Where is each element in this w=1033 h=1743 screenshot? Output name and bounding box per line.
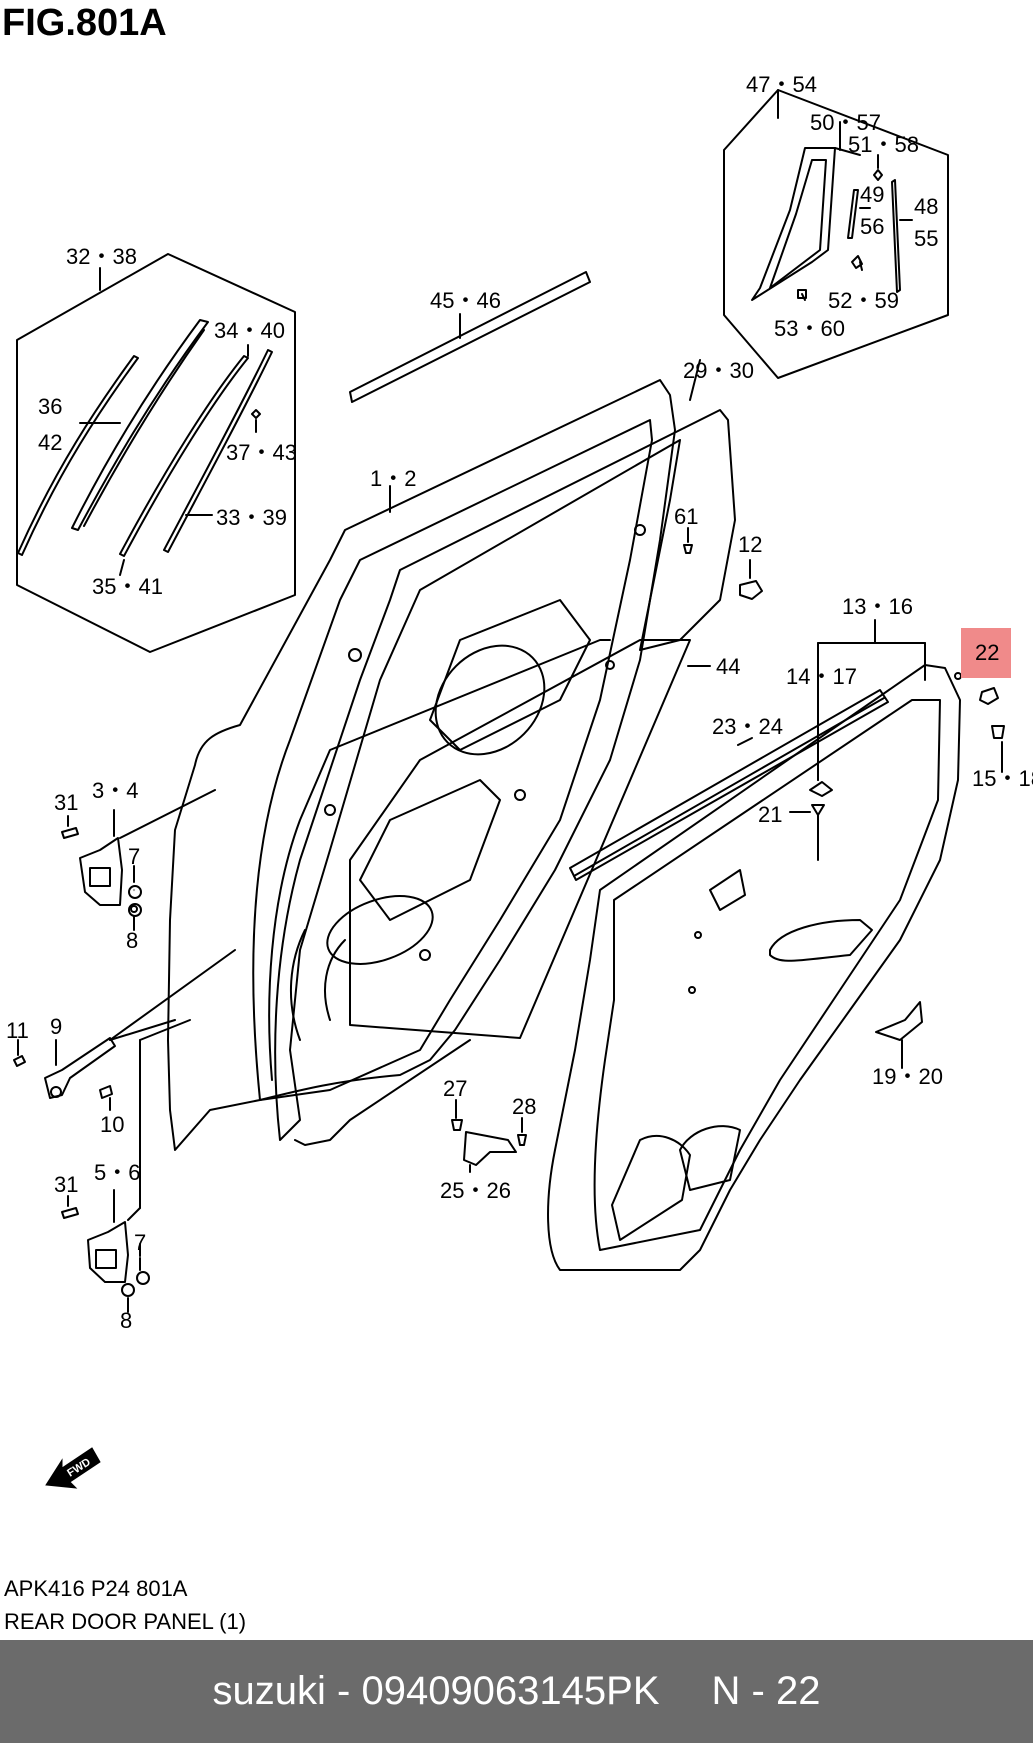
nut-8-upper-icon xyxy=(130,905,138,913)
callout-44[interactable]: 44 xyxy=(716,654,740,679)
callout-13-16[interactable]: 13・16 xyxy=(842,594,913,619)
callout-8-lower[interactable]: 8 xyxy=(120,1308,132,1333)
callout-8-upper[interactable]: 8 xyxy=(126,928,138,953)
door-sash-29-30 xyxy=(274,359,736,1146)
callout-48[interactable]: 48 xyxy=(914,194,938,219)
part-info-bar: suzuki - 09409063145PK N - 22 xyxy=(0,1640,1033,1743)
window-channel-group-32-38 xyxy=(16,253,296,653)
figure-name: REAR DOOR PANEL (1) xyxy=(4,1609,247,1634)
clip-15-18-icon xyxy=(991,725,1005,739)
callout-5-6[interactable]: 5・6 xyxy=(94,1160,140,1185)
callout-22-highlight xyxy=(961,628,1011,678)
callout-33-39[interactable]: 33・39 xyxy=(216,505,287,530)
callout-10[interactable]: 10 xyxy=(100,1112,124,1137)
callout-15-18[interactable]: 15・18 xyxy=(972,766,1033,791)
screw-21-icon xyxy=(811,804,825,816)
callout-35-41[interactable]: 35・41 xyxy=(92,574,163,599)
callout-21[interactable]: 21 xyxy=(758,802,782,827)
bolt-10-icon xyxy=(99,1085,113,1099)
quarter-glass-icon xyxy=(751,147,836,301)
callout-12[interactable]: 12 xyxy=(738,532,762,557)
bracket-19-20 xyxy=(875,1001,923,1041)
callout-55[interactable]: 55 xyxy=(914,226,938,251)
parts-diagram: FWD 47・54 50・57 51・58 49 56 48 55 52・59 … xyxy=(6,72,1033,1489)
channel-35-41 xyxy=(163,349,273,553)
callout-50-57[interactable]: 50・57 xyxy=(810,110,881,135)
clip-27-icon xyxy=(451,1119,463,1131)
callout-labels: 47・54 50・57 51・58 49 56 48 55 52・59 53・6… xyxy=(6,72,1033,1333)
callout-23-24[interactable]: 23・24 xyxy=(712,714,783,739)
trim-strip-49-56 xyxy=(847,189,859,239)
bolt-31-upper-icon xyxy=(61,827,79,839)
glass-run-36-42 xyxy=(17,355,139,556)
clip-53-60-icon xyxy=(797,289,807,299)
channel-33-39 xyxy=(119,355,249,557)
callout-7-upper[interactable]: 7 xyxy=(128,844,140,869)
callout-27[interactable]: 27 xyxy=(443,1076,467,1101)
callout-9[interactable]: 9 xyxy=(50,1014,62,1039)
belt-moulding-45-46 xyxy=(349,271,591,403)
part-number: 09409063145PK xyxy=(361,1669,660,1713)
nut-22-icon xyxy=(979,687,999,705)
figure-title: FIG.801A xyxy=(2,2,167,44)
callout-31-lower[interactable]: 31 xyxy=(54,1172,78,1197)
callout-47-54[interactable]: 47・54 xyxy=(746,72,817,97)
door-checker-9 xyxy=(13,949,236,1111)
callout-1-2[interactable]: 1・2 xyxy=(370,466,416,491)
callout-36[interactable]: 36 xyxy=(38,394,62,419)
callout-11[interactable]: 11 xyxy=(6,1018,29,1043)
callout-14-17[interactable]: 14・17 xyxy=(786,664,857,689)
callout-49[interactable]: 49 xyxy=(860,182,884,207)
door-panel-1-2 xyxy=(167,379,676,1151)
callout-29-30[interactable]: 29・30 xyxy=(683,358,754,383)
callout-31-upper[interactable]: 31 xyxy=(54,790,78,815)
clip-51-58-icon xyxy=(873,169,883,181)
callout-3-4[interactable]: 3・4 xyxy=(92,778,138,803)
callout-32-38[interactable]: 32・38 xyxy=(66,244,137,269)
callout-19-20[interactable]: 19・20 xyxy=(872,1064,943,1089)
upper-hinge-3-4 xyxy=(61,789,216,917)
lower-hinge-5-6 xyxy=(61,1019,191,1297)
door-glass-34-40 xyxy=(71,319,209,531)
trim-strip-48-55 xyxy=(891,179,901,293)
callout-45-46[interactable]: 45・46 xyxy=(430,288,501,313)
callout-34-40[interactable]: 34・40 xyxy=(214,318,285,343)
weatherstrip-44 xyxy=(349,639,691,1039)
bracket-25-26 xyxy=(451,1099,527,1173)
callout-53-60[interactable]: 53・60 xyxy=(774,316,845,341)
fwd-arrow-icon: FWD xyxy=(45,1447,101,1489)
callout-61[interactable]: 61 xyxy=(674,504,698,529)
callout-25-26[interactable]: 25・26 xyxy=(440,1178,511,1203)
page-ref: N - 22 xyxy=(711,1669,821,1713)
clip-12-icon xyxy=(739,580,763,600)
bolt-11-icon xyxy=(13,1055,26,1067)
bolt-31-lower-icon xyxy=(61,1207,79,1219)
clip-52-59-icon xyxy=(851,255,863,269)
callout-28[interactable]: 28 xyxy=(512,1094,536,1119)
callout-51-58[interactable]: 51・58 xyxy=(848,132,919,157)
callout-7-lower[interactable]: 7 xyxy=(134,1230,146,1255)
clip-37-43-icon xyxy=(251,409,261,419)
callout-56[interactable]: 56 xyxy=(860,214,884,239)
hex-frame-right xyxy=(723,89,949,379)
hex-frame-left xyxy=(16,253,296,653)
callout-42[interactable]: 42 xyxy=(38,430,62,455)
window-trim-group-47-54 xyxy=(723,89,949,379)
brand-label: suzuki xyxy=(212,1669,326,1713)
clip-14-17-icon xyxy=(809,781,833,797)
screw-28-icon xyxy=(517,1134,527,1146)
figure-code: APK416 P24 801A xyxy=(4,1576,188,1601)
callout-37-43[interactable]: 37・43 xyxy=(226,440,297,465)
callout-22[interactable]: 22 xyxy=(975,640,999,665)
callout-52-59[interactable]: 52・59 xyxy=(828,288,899,313)
screw-61-icon xyxy=(683,544,693,554)
